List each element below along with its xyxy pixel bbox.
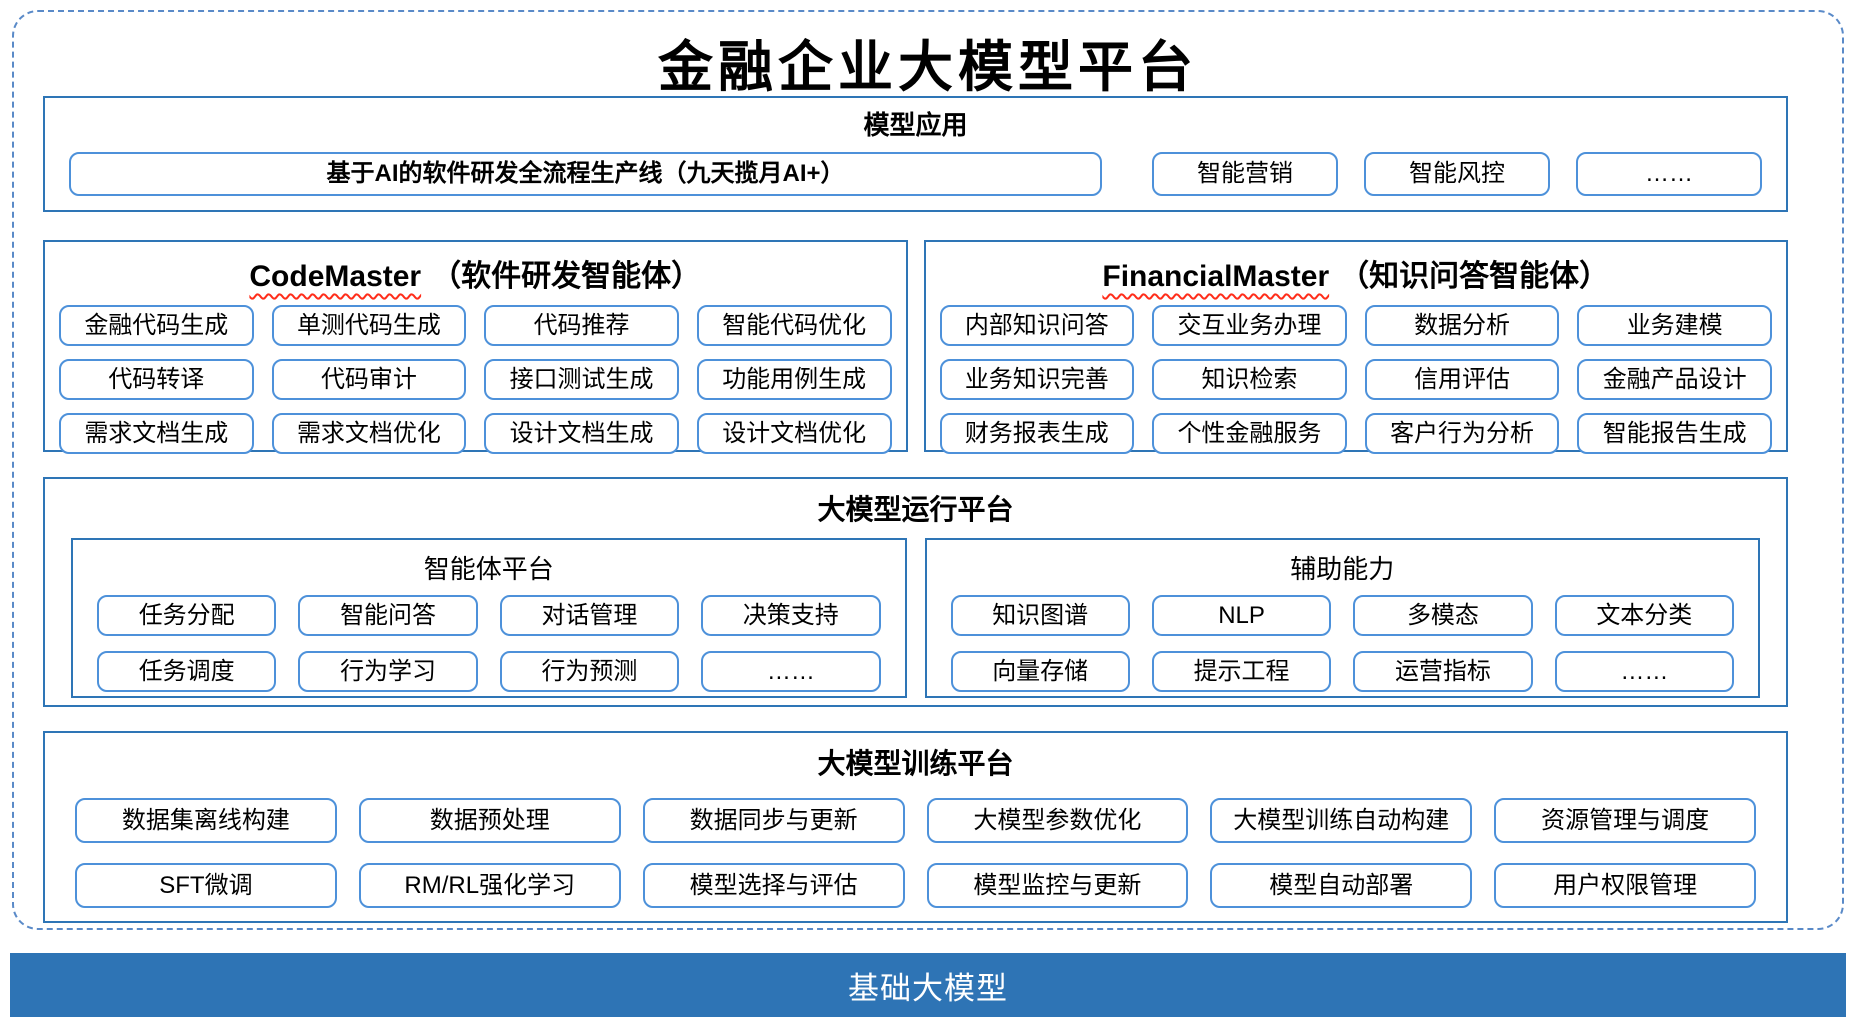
- capability-box-ellipsis: ……: [1576, 152, 1762, 196]
- capability-box: 财务报表生成: [939, 413, 1135, 454]
- platform-boundary-dashed-border: [12, 10, 1844, 930]
- capability-box: 运营指标: [1353, 651, 1533, 692]
- capability-box: 代码转译: [59, 359, 254, 400]
- capability-box: 数据分析: [1364, 305, 1560, 346]
- capability-box: 客户行为分析: [1364, 413, 1560, 454]
- runtime-platform-title: 大模型运行平台: [817, 494, 1014, 525]
- capability-box-smart-marketing: 智能营销: [1152, 152, 1338, 196]
- capability-box: ……: [701, 651, 881, 692]
- capability-box: 业务知识完善: [939, 359, 1135, 400]
- section-financialmaster: FinancialMaster （知识问答智能体） 内部知识问答 交互业务办理 数…: [923, 240, 1788, 454]
- capability-box: 向量存储: [950, 651, 1130, 692]
- capability-box: 知识检索: [1152, 359, 1347, 400]
- capability-box: 内部知识问答: [939, 305, 1135, 346]
- capability-box: 模型选择与评估: [642, 863, 905, 908]
- section-model-applications-title: 模型应用: [863, 110, 968, 140]
- capability-box: 个性金融服务: [1152, 413, 1347, 454]
- capability-box: 任务调度: [97, 651, 277, 692]
- runtime-sub-row: 智能体平台 任务分配 智能问答 对话管理 决策支持 任务调度 行为学习 行为预测…: [45, 528, 1786, 698]
- capability-box: 数据预处理: [358, 798, 621, 843]
- aux-ability-grid: 知识图谱 NLP 多模态 文本分类 向量存储 提示工程 运营指标 ……: [927, 586, 1759, 692]
- capability-box-smart-risk-control: 智能风控: [1364, 152, 1550, 196]
- codemaster-title-en: CodeMaster: [249, 260, 422, 293]
- capability-box: ……: [1554, 651, 1734, 692]
- capability-box: SFT微调: [75, 863, 337, 908]
- capability-box: 功能用例生成: [696, 359, 892, 400]
- capability-box: 资源管理与调度: [1494, 798, 1756, 843]
- capability-box: 对话管理: [499, 595, 680, 636]
- capability-box: 数据同步与更新: [642, 798, 905, 843]
- capability-box: 行为学习: [298, 651, 478, 692]
- capability-box: 模型自动部署: [1210, 863, 1473, 908]
- capability-box: 行为预测: [499, 651, 680, 692]
- training-platform-title: 大模型训练平台: [817, 748, 1014, 779]
- capability-box: 金融代码生成: [59, 305, 254, 346]
- foundation-model-bar: 基础大模型: [10, 953, 1846, 1017]
- subsection-agent-platform: 智能体平台 任务分配 智能问答 对话管理 决策支持 任务调度 行为学习 行为预测…: [71, 538, 907, 698]
- capability-box: 模型监控与更新: [926, 863, 1189, 908]
- section-codemaster: CodeMaster （软件研发智能体） 金融代码生成 单测代码生成 代码推荐 智…: [43, 240, 908, 454]
- capability-box: 决策支持: [701, 595, 881, 636]
- capability-box: 设计文档优化: [696, 413, 892, 454]
- capability-box: 代码推荐: [484, 305, 679, 346]
- capability-box: 任务分配: [97, 595, 277, 636]
- page-title: 金融企业大模型平台: [657, 34, 1198, 99]
- capability-box: 接口测试生成: [484, 359, 679, 400]
- codemaster-title-zh: （软件研发智能体）: [431, 260, 702, 293]
- capability-box: 需求文档生成: [59, 413, 254, 454]
- capability-box: 代码审计: [271, 359, 467, 400]
- capability-box: 设计文档生成: [484, 413, 679, 454]
- capability-box: 大模型训练自动构建: [1210, 798, 1473, 843]
- capability-box: 智能代码优化: [696, 305, 892, 346]
- capability-box: 单测代码生成: [271, 305, 467, 346]
- capability-box: 提示工程: [1151, 651, 1332, 692]
- capability-box: 大模型参数优化: [926, 798, 1189, 843]
- capability-box: 智能问答: [298, 595, 478, 636]
- capability-box: RM/RL强化学习: [358, 863, 621, 908]
- financialmaster-grid: 内部知识问答 交互业务办理 数据分析 业务建模 业务知识完善 知识检索 信用评估…: [926, 295, 1787, 466]
- agents-row: CodeMaster （软件研发智能体） 金融代码生成 单测代码生成 代码推荐 智…: [43, 240, 1788, 454]
- training-platform-grid: 数据集离线构建 数据预处理 数据同步与更新 大模型参数优化 大模型训练自动构建 …: [45, 782, 1786, 908]
- capability-box: NLP: [1151, 595, 1332, 636]
- capability-box: 金融产品设计: [1577, 359, 1772, 400]
- capability-box: 交互业务办理: [1152, 305, 1347, 346]
- financialmaster-title: FinancialMaster （知识问答智能体）: [926, 242, 1787, 295]
- codemaster-title: CodeMaster （软件研发智能体）: [45, 242, 906, 295]
- subsection-aux-ability: 辅助能力 知识图谱 NLP 多模态 文本分类 向量存储 提示工程 运营指标 ……: [924, 538, 1760, 698]
- capability-box: 用户权限管理: [1494, 863, 1756, 908]
- capability-box: 需求文档优化: [271, 413, 467, 454]
- capability-box: 多模态: [1353, 595, 1533, 636]
- capability-box-ai-pipeline: 基于AI的软件研发全流程生产线（九天揽月AI+）: [69, 152, 1102, 196]
- codemaster-grid: 金融代码生成 单测代码生成 代码推荐 智能代码优化 代码转译 代码审计 接口测试…: [45, 295, 906, 466]
- capability-box: 智能报告生成: [1577, 413, 1772, 454]
- agent-platform-grid: 任务分配 智能问答 对话管理 决策支持 任务调度 行为学习 行为预测 ……: [73, 586, 905, 692]
- capability-box: 信用评估: [1364, 359, 1560, 400]
- financialmaster-title-en: FinancialMaster: [1102, 260, 1330, 293]
- section-model-applications: 模型应用 基于AI的软件研发全流程生产线（九天揽月AI+） 智能营销 智能风控 …: [43, 96, 1788, 212]
- agent-platform-title: 智能体平台: [423, 554, 554, 584]
- capability-box: 业务建模: [1577, 305, 1772, 346]
- capability-box: 文本分类: [1554, 595, 1734, 636]
- capability-box: 数据集离线构建: [75, 798, 337, 843]
- aux-ability-title: 辅助能力: [1290, 554, 1395, 584]
- model-applications-row: 基于AI的软件研发全流程生产线（九天揽月AI+） 智能营销 智能风控 ……: [45, 142, 1786, 196]
- section-training-platform: 大模型训练平台 数据集离线构建 数据预处理 数据同步与更新 大模型参数优化 大模…: [43, 731, 1788, 923]
- financialmaster-title-zh: （知识问答智能体）: [1339, 260, 1610, 293]
- capability-box: 知识图谱: [950, 595, 1130, 636]
- section-runtime-platform: 大模型运行平台 智能体平台 任务分配 智能问答 对话管理 决策支持 任务调度 行…: [43, 477, 1788, 707]
